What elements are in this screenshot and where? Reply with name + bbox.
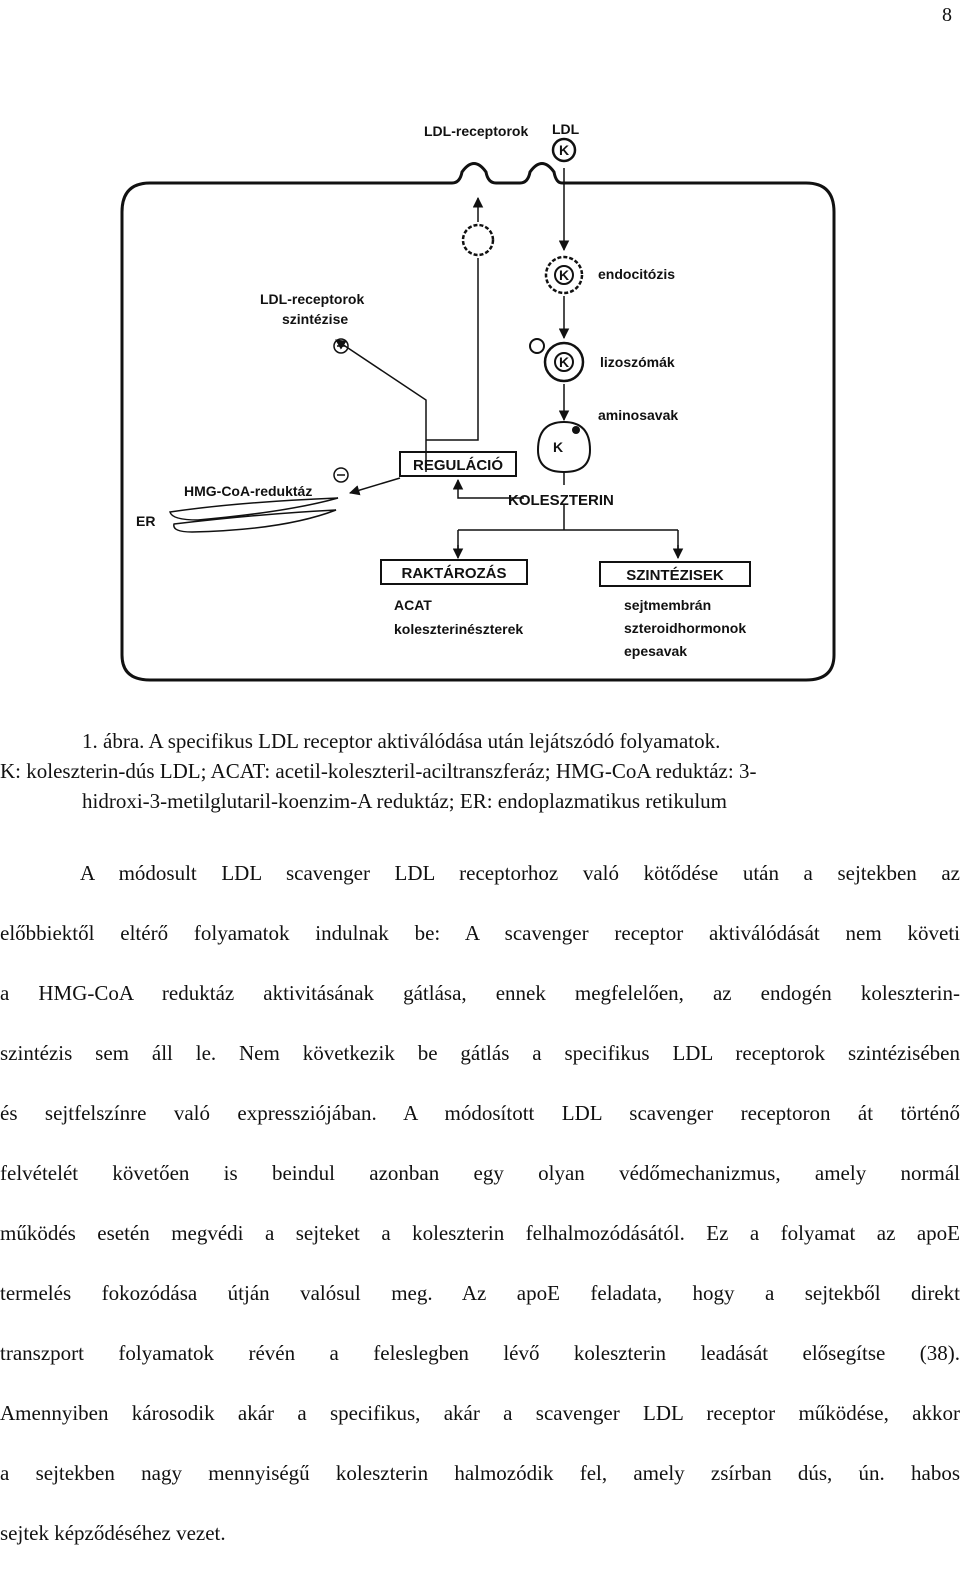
endocytosis-vesicle: K xyxy=(544,255,584,295)
svg-text:K: K xyxy=(559,267,569,283)
caption-line: K: koleszterin-dús LDL; ACAT: acetil-kol… xyxy=(0,759,757,783)
label-er: ER xyxy=(136,513,155,529)
label-receptor-synthesis-2: szintézise xyxy=(282,311,348,327)
body-line: előbbiektől eltérő folyamatok indulnak b… xyxy=(0,921,960,945)
label-endocytosis: endocitózis xyxy=(598,266,675,282)
svg-text:RAKTÁROZÁS: RAKTÁROZÁS xyxy=(402,565,507,582)
caption-line: hidroxi-3-metilglutaril-koenzim-A redukt… xyxy=(82,789,728,813)
endoplasmic-reticulum xyxy=(169,497,339,533)
body-paragraph: A módosult LDL scavenger LDL receptorhoz… xyxy=(0,858,960,1578)
ldl-receptor-figure: K K K K xyxy=(88,100,876,700)
caption-line: 1. ábra. A specifikus LDL receptor aktiv… xyxy=(82,729,721,753)
inhibition-sign-hmg xyxy=(333,467,349,483)
figure-caption: 1. ábra. A specifikus LDL receptor aktiv… xyxy=(0,726,960,816)
body-line: A módosult LDL scavenger LDL receptorhoz… xyxy=(80,861,960,885)
figure-diagram: K K K K xyxy=(120,121,836,682)
body-line: a HMG-CoA reduktáz aktivitásának gátlása… xyxy=(0,981,960,1005)
svg-text:SZINTÉZISEK: SZINTÉZISEK xyxy=(626,567,724,584)
body-line: és sejtfelszínre való expressziójában. A… xyxy=(0,1101,960,1125)
page-number: 8 xyxy=(942,4,952,26)
label-lysosomes: lizoszómák xyxy=(600,354,675,370)
cell-membrane xyxy=(120,162,836,682)
body-line: a sejtekben nagy mennyiségű koleszterin … xyxy=(0,1461,960,1485)
svg-text:K: K xyxy=(553,439,563,455)
free-cholesterol-k: K xyxy=(536,420,592,474)
label-bile-acids: epesavak xyxy=(624,643,687,659)
ldl-particle: K xyxy=(551,137,577,163)
regulation-box: REGULÁCIÓ xyxy=(399,451,517,477)
label-acat: ACAT xyxy=(394,597,432,613)
body-line: működés esetén megvédi a sejteket a kole… xyxy=(0,1221,960,1245)
label-cell-membrane: sejtmembrán xyxy=(624,597,711,613)
body-line: szintézis sem áll le. Nem következik be … xyxy=(0,1041,960,1065)
label-receptor-synthesis-1: LDL-receptorok xyxy=(260,291,364,307)
label-hmg-coa: HMG-CoA-reduktáz xyxy=(184,483,312,499)
label-ldl: LDL xyxy=(552,121,580,137)
recycling-vesicle xyxy=(461,223,495,257)
body-line: felvételét követően is beindul azonban e… xyxy=(0,1161,960,1185)
label-cholesterol-esters: koleszterinészterek xyxy=(394,621,523,637)
syntheses-box: SZINTÉZISEK xyxy=(599,561,751,587)
body-line: transzport folyamatok révén a feleslegbe… xyxy=(0,1341,960,1365)
label-ldl-receptors: LDL-receptorok xyxy=(424,123,528,139)
body-line: sejtek képződéséhez vezet. xyxy=(0,1521,226,1545)
svg-text:KOLESZTERIN: KOLESZTERIN xyxy=(508,492,614,509)
storage-box: RAKTÁROZÁS xyxy=(380,559,528,585)
label-amino-acids: aminosavak xyxy=(598,407,678,423)
label-steroid-hormones: szteroidhormonok xyxy=(624,620,746,636)
body-line: Amennyiben károsodik akár a specifikus, … xyxy=(0,1401,960,1425)
body-line: termelés fokozódása útján valósul meg. A… xyxy=(0,1281,960,1305)
svg-text:K: K xyxy=(559,142,569,158)
svg-text:REGULÁCIÓ: REGULÁCIÓ xyxy=(413,456,503,474)
inhibition-sign-receptor xyxy=(333,338,349,354)
lysosome: K xyxy=(529,338,585,383)
svg-text:K: K xyxy=(559,354,569,370)
